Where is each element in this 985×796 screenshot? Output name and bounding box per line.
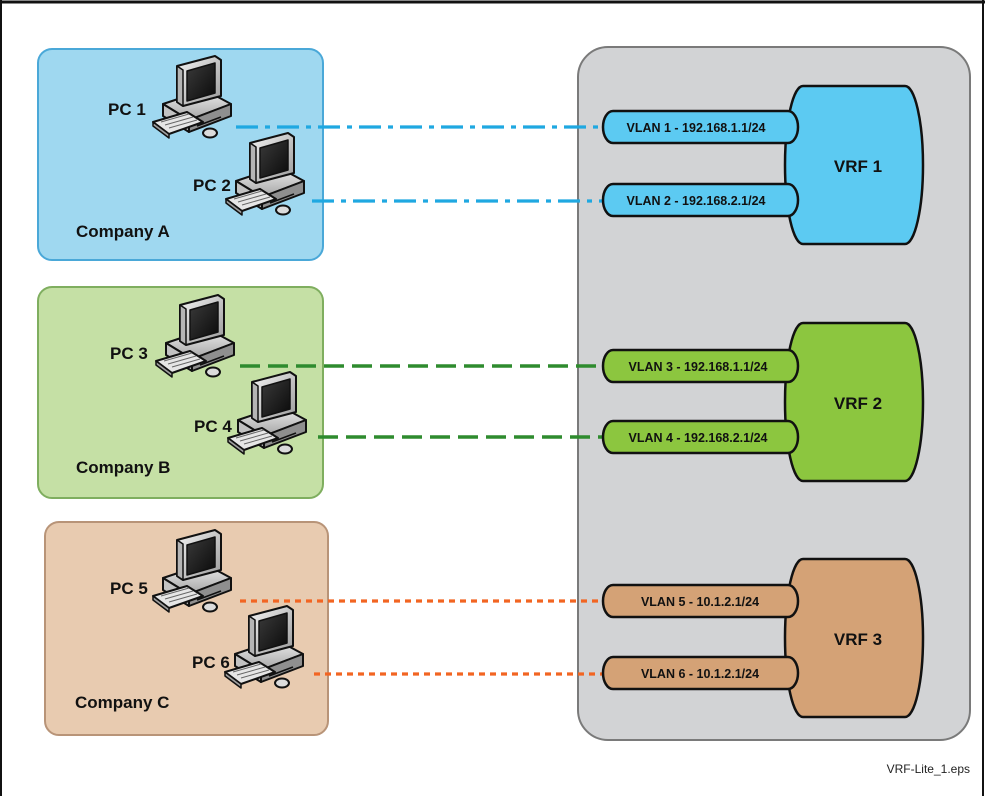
- company-c-label: Company C: [75, 693, 169, 712]
- vlan-2-tube: [601, 182, 800, 218]
- vlan-4-tube: [601, 419, 800, 455]
- vlan-1-label: VLAN 1 - 192.168.1.1/24: [627, 121, 766, 135]
- pc-4-label: PC 4: [194, 417, 232, 436]
- company-c-box: [44, 521, 329, 736]
- vlan-5-tube: [601, 583, 800, 619]
- vlan-1-tube: [601, 109, 800, 145]
- vlan-5-label: VLAN 5 - 10.1.2.1/24: [641, 595, 759, 609]
- vrf-1-label: VRF 1: [834, 157, 882, 176]
- pc-6-label: PC 6: [192, 653, 230, 672]
- vrf-3-label: VRF 3: [834, 630, 882, 649]
- vlan-3-tube: [601, 348, 800, 384]
- company-b-label: Company B: [76, 458, 170, 477]
- vlan-4-label: VLAN 4 - 192.168.2.1/24: [629, 431, 768, 445]
- pc-5-label: PC 5: [110, 579, 148, 598]
- pc-3-label: PC 3: [110, 344, 148, 363]
- company-a-label: Company A: [76, 222, 170, 241]
- vlan-6-tube: [601, 655, 800, 691]
- vlan-3-label: VLAN 3 - 192.168.1.1/24: [629, 360, 768, 374]
- vlan-6-label: VLAN 6 - 10.1.2.1/24: [641, 667, 759, 681]
- filename-caption: VRF-Lite_1.eps: [887, 762, 970, 776]
- vlan-2-label: VLAN 2 - 192.168.2.1/24: [627, 194, 766, 208]
- pc-1-label: PC 1: [108, 100, 146, 119]
- vrf-2-label: VRF 2: [834, 394, 882, 413]
- pc-2-label: PC 2: [193, 176, 231, 195]
